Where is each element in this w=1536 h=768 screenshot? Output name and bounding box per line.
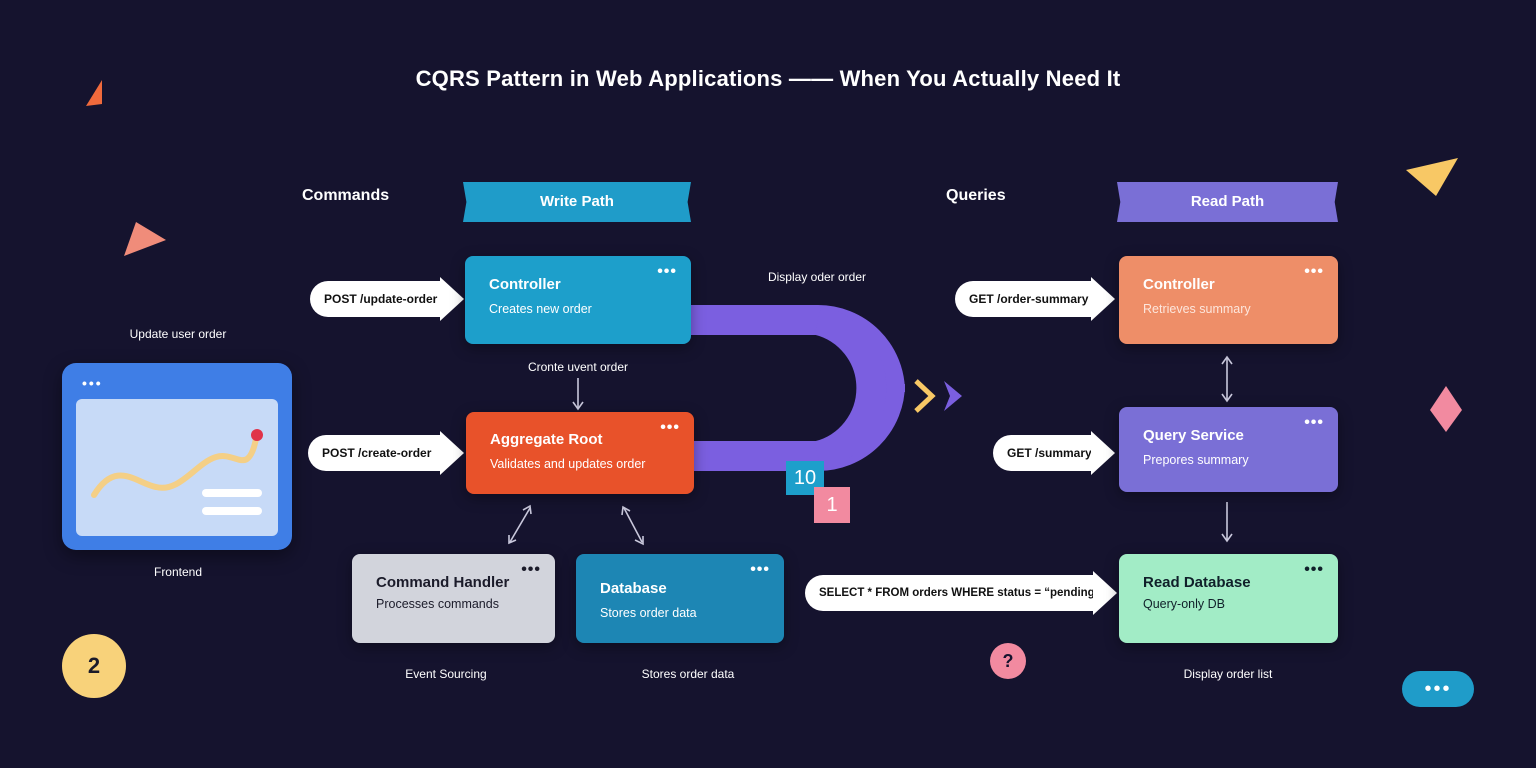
arrow-aggregate-database [623, 507, 643, 543]
more-dots-icon[interactable]: ••• [1304, 414, 1324, 431]
stores-order-data-label: Stores order data [641, 667, 735, 681]
arrow-head [1093, 571, 1117, 615]
post-create-order-arrow: POST /create-order [308, 431, 464, 475]
card-subtitle: Stores order data [600, 606, 697, 620]
frontend-browser: ••• [62, 363, 292, 550]
arrow-head [440, 277, 464, 321]
diamond-shape [1430, 386, 1462, 432]
card-subtitle: Processes commands [376, 597, 499, 611]
more-dots-icon[interactable]: ••• [657, 263, 677, 280]
card-title: Controller [489, 276, 561, 293]
display-oder-order-label: Display oder order [767, 270, 867, 284]
triangle-shape [86, 80, 102, 106]
chevron-right-icon [944, 381, 962, 411]
chat-bubble-icon[interactable]: ••• [1402, 671, 1474, 707]
triangle-shape [124, 222, 166, 256]
queries-label: Queries [946, 187, 1006, 204]
query-service-card[interactable]: ••• Query Service Prepores summary [1119, 407, 1338, 492]
page-title: CQRS Pattern in Web Applications —— When… [415, 66, 1121, 91]
card-title: Read Database [1143, 574, 1251, 591]
card-subtitle: Creates new order [489, 302, 592, 316]
write-path-banner: Write Path [463, 182, 691, 222]
pipe-bridge [813, 305, 887, 471]
update-user-order-label: Update user order [129, 327, 227, 341]
count-badge-1: 1 [814, 487, 850, 523]
card-title: Query Service [1143, 427, 1244, 444]
card-subtitle: Retrieves summary [1143, 302, 1251, 316]
event-sourcing-label: Event Sourcing [405, 667, 487, 681]
post-update-order-pill: POST /update-order [310, 281, 440, 317]
card-title: Controller [1143, 276, 1215, 293]
card-subtitle: Validates and updates order [490, 457, 646, 471]
count-badge-10: 10 [786, 461, 824, 495]
arrow-head [440, 431, 464, 475]
browser-viewport [76, 399, 278, 536]
read-path-banner: Read Path [1117, 182, 1338, 222]
read-database-card[interactable]: ••• Read Database Query-only DB [1119, 554, 1338, 643]
get-summary-pill: GET /summary [993, 435, 1092, 471]
card-subtitle: Query-only DB [1143, 597, 1225, 611]
more-dots-icon[interactable]: ••• [1304, 263, 1324, 280]
arrow-aggregate-command-handler [509, 507, 531, 543]
arrow-head [1091, 277, 1115, 321]
more-dots-icon[interactable]: ••• [1304, 561, 1324, 578]
more-dots-icon[interactable]: ••• [750, 561, 770, 578]
command-handler-card[interactable]: ••• Command Handler Processes commands [352, 554, 555, 643]
get-order-summary-arrow: GET /order-summary [955, 277, 1115, 321]
display-order-list-label: Display order list [1183, 667, 1273, 681]
post-update-order-arrow: POST /update-order [310, 277, 464, 321]
database-card[interactable]: ••• Database Stores order data [576, 554, 784, 643]
select-query-pill: SELECT * FROM orders WHERE status = “pen… [805, 575, 1100, 611]
frontend-label: Frontend [153, 565, 203, 579]
triangle-shape [1406, 158, 1458, 196]
more-dots-icon[interactable]: ••• [521, 561, 541, 578]
cronte-uvent-order-label: Cronte uvent order [527, 360, 629, 374]
card-title: Command Handler [376, 574, 510, 591]
question-icon[interactable]: ? [990, 643, 1026, 679]
card-title: Database [600, 580, 667, 597]
card-subtitle: Prepores summary [1143, 453, 1249, 467]
browser-window-icon: ••• [82, 375, 103, 391]
card-title: Aggregate Root [490, 431, 603, 448]
read-controller-card[interactable]: ••• Controller Retrieves summary [1119, 256, 1338, 344]
aggregate-root-card[interactable]: ••• Aggregate Root Validates and updates… [466, 412, 694, 494]
commands-label: Commands [302, 187, 390, 204]
select-query-arrow: SELECT * FROM orders WHERE status = “pen… [805, 571, 1117, 615]
write-controller-card[interactable]: ••• Controller Creates new order [465, 256, 691, 344]
chevron-right-icon [914, 379, 936, 413]
more-dots-icon[interactable]: ••• [660, 419, 680, 436]
get-summary-arrow: GET /summary [993, 431, 1115, 475]
arrow-head [1091, 431, 1115, 475]
get-order-summary-pill: GET /order-summary [955, 281, 1091, 317]
more-dots-icon: ••• [1424, 678, 1452, 700]
post-create-order-pill: POST /create-order [308, 435, 440, 471]
trend-illustration [91, 429, 263, 515]
step-number-badge: 2 [62, 634, 126, 698]
